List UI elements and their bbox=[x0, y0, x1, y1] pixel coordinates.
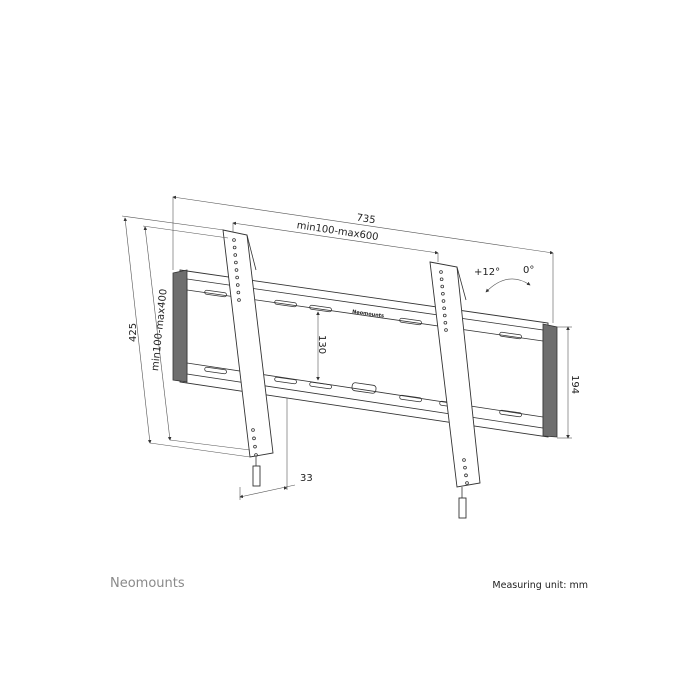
mounting-hole bbox=[441, 291, 445, 296]
mounting-hole bbox=[440, 284, 445, 289]
left-safety-lock bbox=[252, 465, 261, 487]
label-425: 425 bbox=[128, 323, 139, 342]
plate-slot bbox=[204, 366, 227, 375]
plate-slot bbox=[274, 376, 297, 385]
mounting-hole bbox=[234, 260, 238, 265]
mounting-hole bbox=[444, 328, 448, 332]
brand-logo: Neomounts bbox=[110, 576, 185, 591]
mounting-hole bbox=[235, 275, 239, 280]
mounting-hole bbox=[253, 444, 257, 449]
mounting-hole bbox=[251, 428, 255, 432]
label-vesa-vertical: min100-max400 bbox=[150, 288, 170, 371]
label-tilt-min: 0° bbox=[523, 265, 534, 276]
label-194: 194 bbox=[569, 375, 580, 394]
mounting-hole bbox=[443, 320, 448, 325]
dimension-wall-distance: 33 bbox=[239, 398, 313, 500]
mounting-hole bbox=[463, 465, 467, 470]
plate-slot bbox=[399, 317, 422, 326]
mounting-hole bbox=[254, 453, 258, 457]
mounting-hole bbox=[442, 313, 447, 318]
tilt-indicator: +12° 0° bbox=[474, 265, 534, 293]
mounting-hole bbox=[236, 290, 241, 295]
mounting-hole bbox=[462, 458, 466, 462]
right-safety-lock bbox=[458, 497, 467, 519]
mounting-hole bbox=[442, 306, 446, 311]
plate-slot bbox=[309, 304, 332, 313]
dimension-plate-height: 194 bbox=[557, 326, 580, 439]
plate-logo: Neomounts bbox=[352, 309, 385, 319]
right-end-cap bbox=[542, 323, 558, 438]
center-level bbox=[351, 382, 377, 394]
right-bracket-arm bbox=[429, 261, 481, 519]
mounting-hole bbox=[441, 299, 446, 303]
plate-slot bbox=[499, 331, 522, 340]
label-33: 33 bbox=[300, 473, 313, 484]
mounting-hole bbox=[439, 270, 443, 274]
plate-slot bbox=[499, 409, 522, 418]
mounting-hole bbox=[439, 277, 444, 282]
left-end-cap bbox=[172, 269, 188, 383]
label-tilt-max: +12° bbox=[474, 267, 500, 278]
mounting-hole bbox=[464, 473, 468, 478]
label-130: 130 bbox=[316, 335, 327, 354]
plate-slot bbox=[204, 289, 227, 298]
mounting-hole bbox=[237, 298, 241, 302]
mounting-hole bbox=[465, 481, 469, 485]
mounting-hole bbox=[235, 283, 240, 287]
plate-slot bbox=[274, 299, 297, 308]
plate-slot bbox=[309, 381, 332, 390]
measuring-unit: Measuring unit: mm bbox=[492, 580, 588, 591]
mounting-hole bbox=[234, 268, 239, 272]
dimension-rail-spacing: 130 bbox=[316, 311, 327, 381]
plate-slot bbox=[399, 394, 422, 403]
dimension-vesa-horizontal: min100-max600 bbox=[232, 220, 439, 262]
mounting-hole bbox=[252, 436, 256, 441]
